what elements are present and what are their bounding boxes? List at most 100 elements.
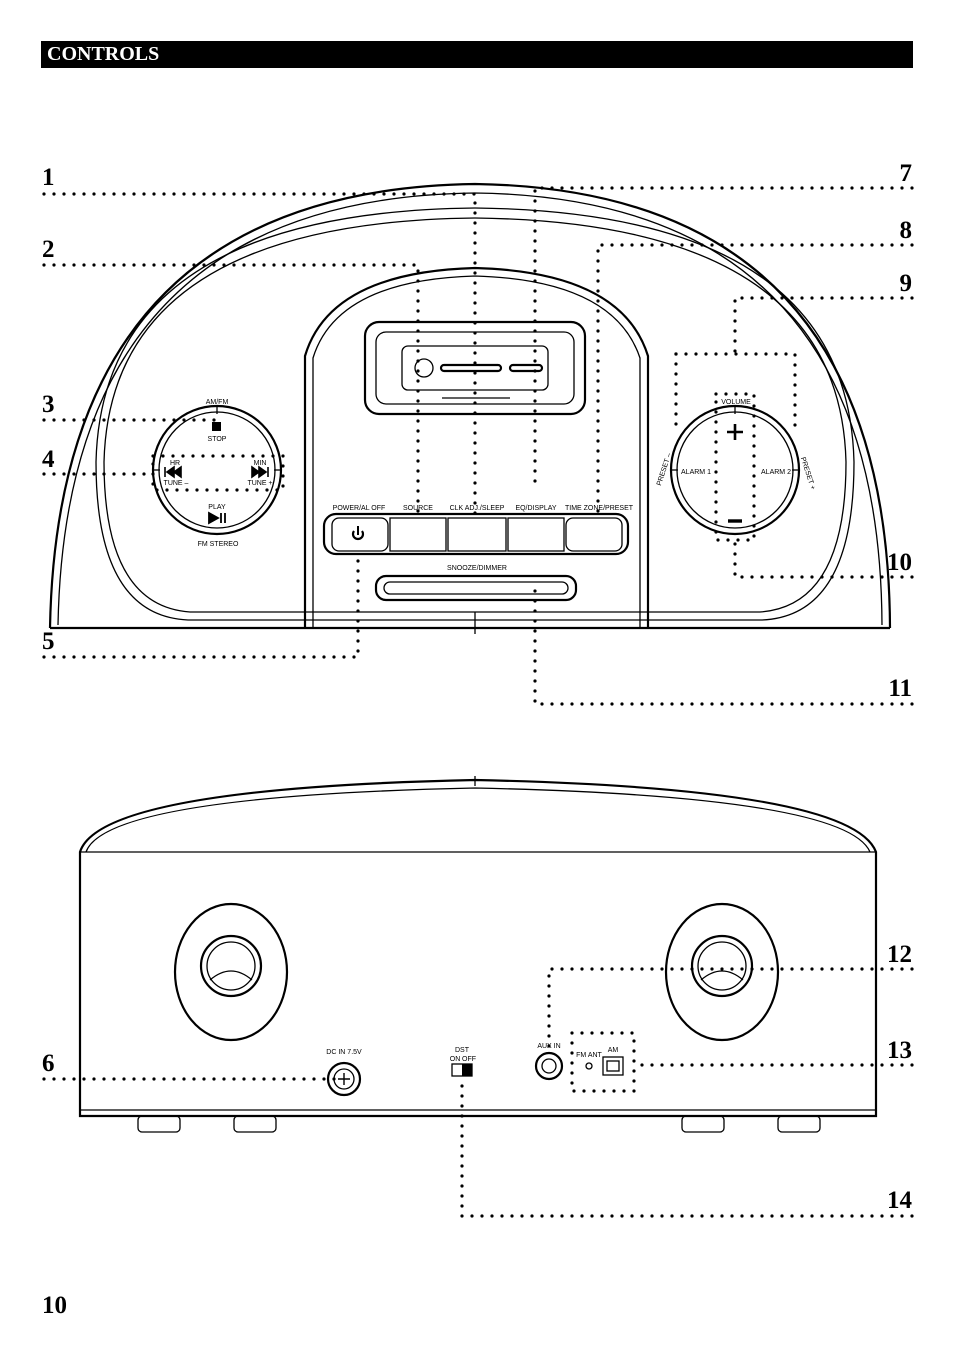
leader-5 <box>42 551 360 659</box>
dst-on-label: ON <box>450 1056 461 1063</box>
am-terminal-inner <box>606 1060 620 1072</box>
time-zone-preset-label: TIME ZONE/PRESET <box>565 505 634 512</box>
dst-off-label: OFF <box>462 1056 476 1063</box>
volume-up-icon[interactable] <box>727 424 743 440</box>
page-number: 10 <box>42 1292 67 1319</box>
dc-in-pin-icon <box>338 1073 350 1085</box>
callout-4: 4 <box>42 446 55 473</box>
dst-label: DST <box>455 1047 470 1054</box>
previous-track-icon[interactable] <box>164 465 182 479</box>
callout-14: 14 <box>887 1187 913 1214</box>
am-label: AM <box>608 1047 619 1054</box>
power-button[interactable] <box>331 517 389 552</box>
front-grille-contour <box>103 217 847 613</box>
callout-12: 12 <box>887 941 912 968</box>
left-bass-port <box>173 902 289 1042</box>
tune-minus-label: TUNE – <box>164 480 189 487</box>
alarm-2-label: ALARM 2 <box>761 469 791 476</box>
volume-bracket-top <box>674 352 797 432</box>
callout-9: 9 <box>900 270 913 297</box>
center-panel <box>303 266 650 628</box>
dock-connector-slot-2 <box>508 363 544 373</box>
power-icon <box>351 526 365 541</box>
leader-1 <box>42 192 477 516</box>
leader-8 <box>596 243 914 516</box>
right-port-tube <box>700 970 744 981</box>
eq-display-button[interactable] <box>507 517 565 552</box>
dock-connector-slot <box>439 363 503 373</box>
leader-7 <box>533 186 914 492</box>
aux-in-jack[interactable] <box>534 1051 564 1081</box>
callout-7: 7 <box>900 160 913 187</box>
alarm-1-label: ALARM 1 <box>681 469 711 476</box>
tune-plus-label: TUNE + <box>247 480 272 487</box>
snooze-bar-outer <box>374 574 578 602</box>
hr-label: HR <box>170 460 180 467</box>
clk-adj-sleep-label: CLK ADJ./SLEEP <box>450 505 505 512</box>
front-grille-contour-outer <box>95 207 855 621</box>
leader-9 <box>733 296 914 356</box>
left-port-inner <box>206 941 256 991</box>
eq-display-label: EQ/DISPLAY <box>515 505 556 512</box>
leader-14 <box>460 1078 914 1218</box>
button-strip <box>322 512 630 556</box>
left-port-tube <box>209 970 253 981</box>
dock-outer <box>363 320 587 416</box>
source-label: SOURCE <box>403 505 433 512</box>
volume-bracket-inner <box>714 392 756 542</box>
foot-2 <box>233 1115 277 1133</box>
snooze-dimmer-label: SNOOZE/DIMMER <box>447 565 507 572</box>
preset-plus-label: PRESET + <box>799 456 816 490</box>
callout-2: 2 <box>42 236 55 263</box>
volume-label: VOLUME <box>721 399 751 406</box>
callout-6: 6 <box>42 1050 55 1077</box>
dock-connector-bay <box>401 345 549 391</box>
callout-3: 3 <box>42 391 55 418</box>
leader-12 <box>547 967 914 1052</box>
aux-in-jack-inner <box>541 1058 557 1074</box>
power-al-off-label: POWER/AL OFF <box>333 505 386 512</box>
play-pause-icon[interactable] <box>208 511 226 525</box>
foot-3 <box>681 1115 725 1133</box>
dst-switch-knob <box>462 1064 472 1076</box>
rear-top-edge <box>85 787 871 853</box>
leader-2 <box>42 263 420 516</box>
next-track-icon[interactable] <box>251 465 269 479</box>
center-panel-inner <box>312 275 641 628</box>
callout-1: 1 <box>42 164 55 191</box>
play-label: PLAY <box>208 504 226 511</box>
source-button[interactable] <box>389 517 447 552</box>
stop-icon[interactable] <box>212 422 221 431</box>
foot-1 <box>137 1115 181 1133</box>
time-zone-preset-button[interactable] <box>565 517 623 552</box>
section-title: CONTROLS <box>47 43 160 65</box>
right-bass-port <box>664 902 780 1042</box>
callout-5: 5 <box>42 628 55 655</box>
leader-11 <box>533 586 914 706</box>
am-antenna-terminal[interactable] <box>602 1056 624 1076</box>
dc-in-jack[interactable] <box>326 1061 362 1097</box>
rear-body <box>78 778 878 1118</box>
min-label: MIN <box>254 460 267 467</box>
fm-antenna-terminal[interactable] <box>585 1062 593 1070</box>
dock-post <box>414 358 434 378</box>
left-port-opening <box>199 934 263 998</box>
callout-13: 13 <box>887 1037 912 1064</box>
callout-8: 8 <box>900 217 913 244</box>
leader-10 <box>733 538 914 579</box>
snooze-dimmer-button[interactable] <box>383 581 569 595</box>
clk-adj-sleep-button[interactable] <box>447 517 507 552</box>
callout-10: 10 <box>887 549 912 576</box>
am-fm-label: AM/FM <box>206 399 229 406</box>
stop-label: STOP <box>208 436 227 443</box>
antenna-bracket <box>570 1031 636 1093</box>
rear-view-device <box>78 776 878 1133</box>
section-header-bar: CONTROLS <box>41 41 913 68</box>
right-port-inner <box>697 941 747 991</box>
right-port-opening <box>690 934 754 998</box>
front-outer-dome-inner-edge <box>57 192 883 626</box>
front-outer-dome <box>48 182 892 629</box>
dc-in-label: DC IN 7.5V <box>326 1049 362 1056</box>
fm-ant-label: FM ANT <box>576 1052 602 1059</box>
